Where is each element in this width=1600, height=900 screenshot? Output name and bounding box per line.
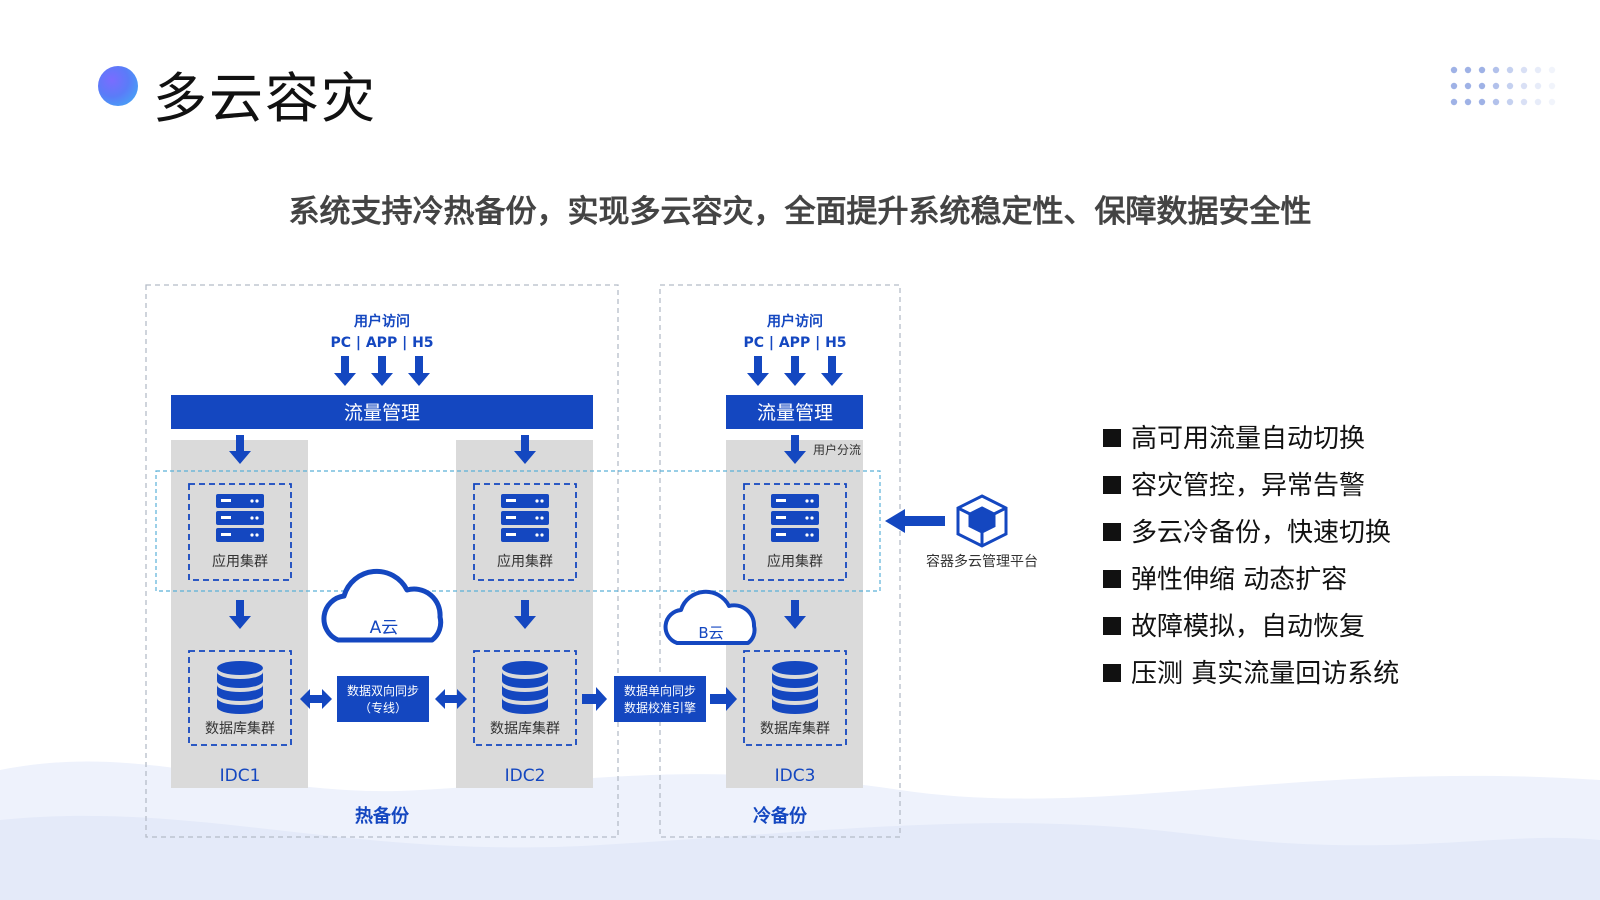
hot-backup-label: 热备份 xyxy=(355,805,410,827)
user-access-arrows-a xyxy=(334,356,430,386)
user-access-title-b: 用户访问 xyxy=(767,313,823,330)
server-icon xyxy=(216,494,264,542)
app-cluster-idc1: 应用集群 xyxy=(188,483,292,581)
user-access-channels-a: PC | APP | H5 xyxy=(330,335,433,351)
container-platform-icon xyxy=(956,494,1008,548)
app-cluster-idc2: 应用集群 xyxy=(473,483,577,581)
app-to-db-arrows xyxy=(229,600,806,629)
square-bullet-icon xyxy=(1103,429,1121,447)
page-title: 多云容灾 xyxy=(153,67,377,130)
database-icon xyxy=(772,661,818,714)
traffic-mgmt-label-b: 流量管理 xyxy=(757,402,833,424)
uni-sync-in-arrow xyxy=(582,687,607,711)
uni-sync-box xyxy=(614,676,706,722)
db-cluster-idc1: 数据库集群 xyxy=(188,650,292,746)
platform-arrow xyxy=(885,509,945,533)
bi-sync-line1: 数据双向同步 xyxy=(347,683,419,698)
square-bullet-icon xyxy=(1103,523,1121,541)
app-cluster-label: 应用集群 xyxy=(497,553,553,570)
square-bullet-icon xyxy=(1103,664,1121,682)
square-bullet-icon xyxy=(1103,617,1121,635)
square-bullet-icon xyxy=(1103,476,1121,494)
cloud-a-label: A云 xyxy=(370,618,399,638)
db-cluster-label: 数据库集群 xyxy=(490,720,560,737)
user-access-arrows-b xyxy=(747,356,843,386)
hot-backup-group xyxy=(145,284,619,838)
cold-backup-label: 冷备份 xyxy=(753,805,808,827)
bi-sync-left-arrow xyxy=(300,689,332,709)
cold-backup-group xyxy=(659,284,901,838)
traffic-mgmt-label-a: 流量管理 xyxy=(344,402,420,424)
traffic-to-app-arrows xyxy=(229,435,806,464)
container-platform-band xyxy=(155,470,881,592)
idc2-label: IDC2 xyxy=(505,766,546,786)
cloud-a-icon: A云 xyxy=(321,568,444,643)
platform-label: 容器多云管理平台 xyxy=(926,553,1038,570)
db-cluster-idc2: 数据库集群 xyxy=(473,650,577,746)
bi-sync-line2: （专线） xyxy=(359,700,407,715)
app-cluster-label: 应用集群 xyxy=(767,553,823,570)
cloud-b-icon: B云 xyxy=(663,589,757,645)
database-icon xyxy=(502,661,548,714)
cloud-b-label: B云 xyxy=(698,624,723,642)
user-access-title-a: 用户访问 xyxy=(354,313,410,330)
decorative-dots-icon xyxy=(1450,66,1556,106)
uni-sync-line2: 数据校准引擎 xyxy=(624,700,696,715)
user-split-label: 用户分流 xyxy=(813,442,861,457)
uni-sync-out-arrow xyxy=(710,687,737,711)
page-subtitle: 系统支持冷热备份，实现多云容灾，全面提升系统稳定性、保障数据安全性 xyxy=(288,194,1312,230)
bi-sync-box xyxy=(337,676,429,722)
app-cluster-label: 应用集群 xyxy=(212,553,268,570)
title-bullet-icon xyxy=(98,66,138,106)
database-icon xyxy=(217,661,263,714)
uni-sync-line1: 数据单向同步 xyxy=(624,683,696,698)
square-bullet-icon xyxy=(1103,570,1121,588)
bi-sync-right-arrow xyxy=(435,689,467,709)
idc1-label: IDC1 xyxy=(220,766,261,786)
traffic-mgmt-bar-a xyxy=(171,395,593,429)
db-cluster-label: 数据库集群 xyxy=(205,720,275,737)
user-access-channels-b: PC | APP | H5 xyxy=(743,335,846,351)
app-cluster-idc3: 应用集群 xyxy=(743,483,847,581)
traffic-mgmt-bar-b xyxy=(726,395,863,429)
server-icon xyxy=(501,494,549,542)
db-cluster-label: 数据库集群 xyxy=(760,720,830,737)
server-icon xyxy=(771,494,819,542)
db-cluster-idc3: 数据库集群 xyxy=(743,650,847,746)
idc3-label: IDC3 xyxy=(775,766,816,786)
